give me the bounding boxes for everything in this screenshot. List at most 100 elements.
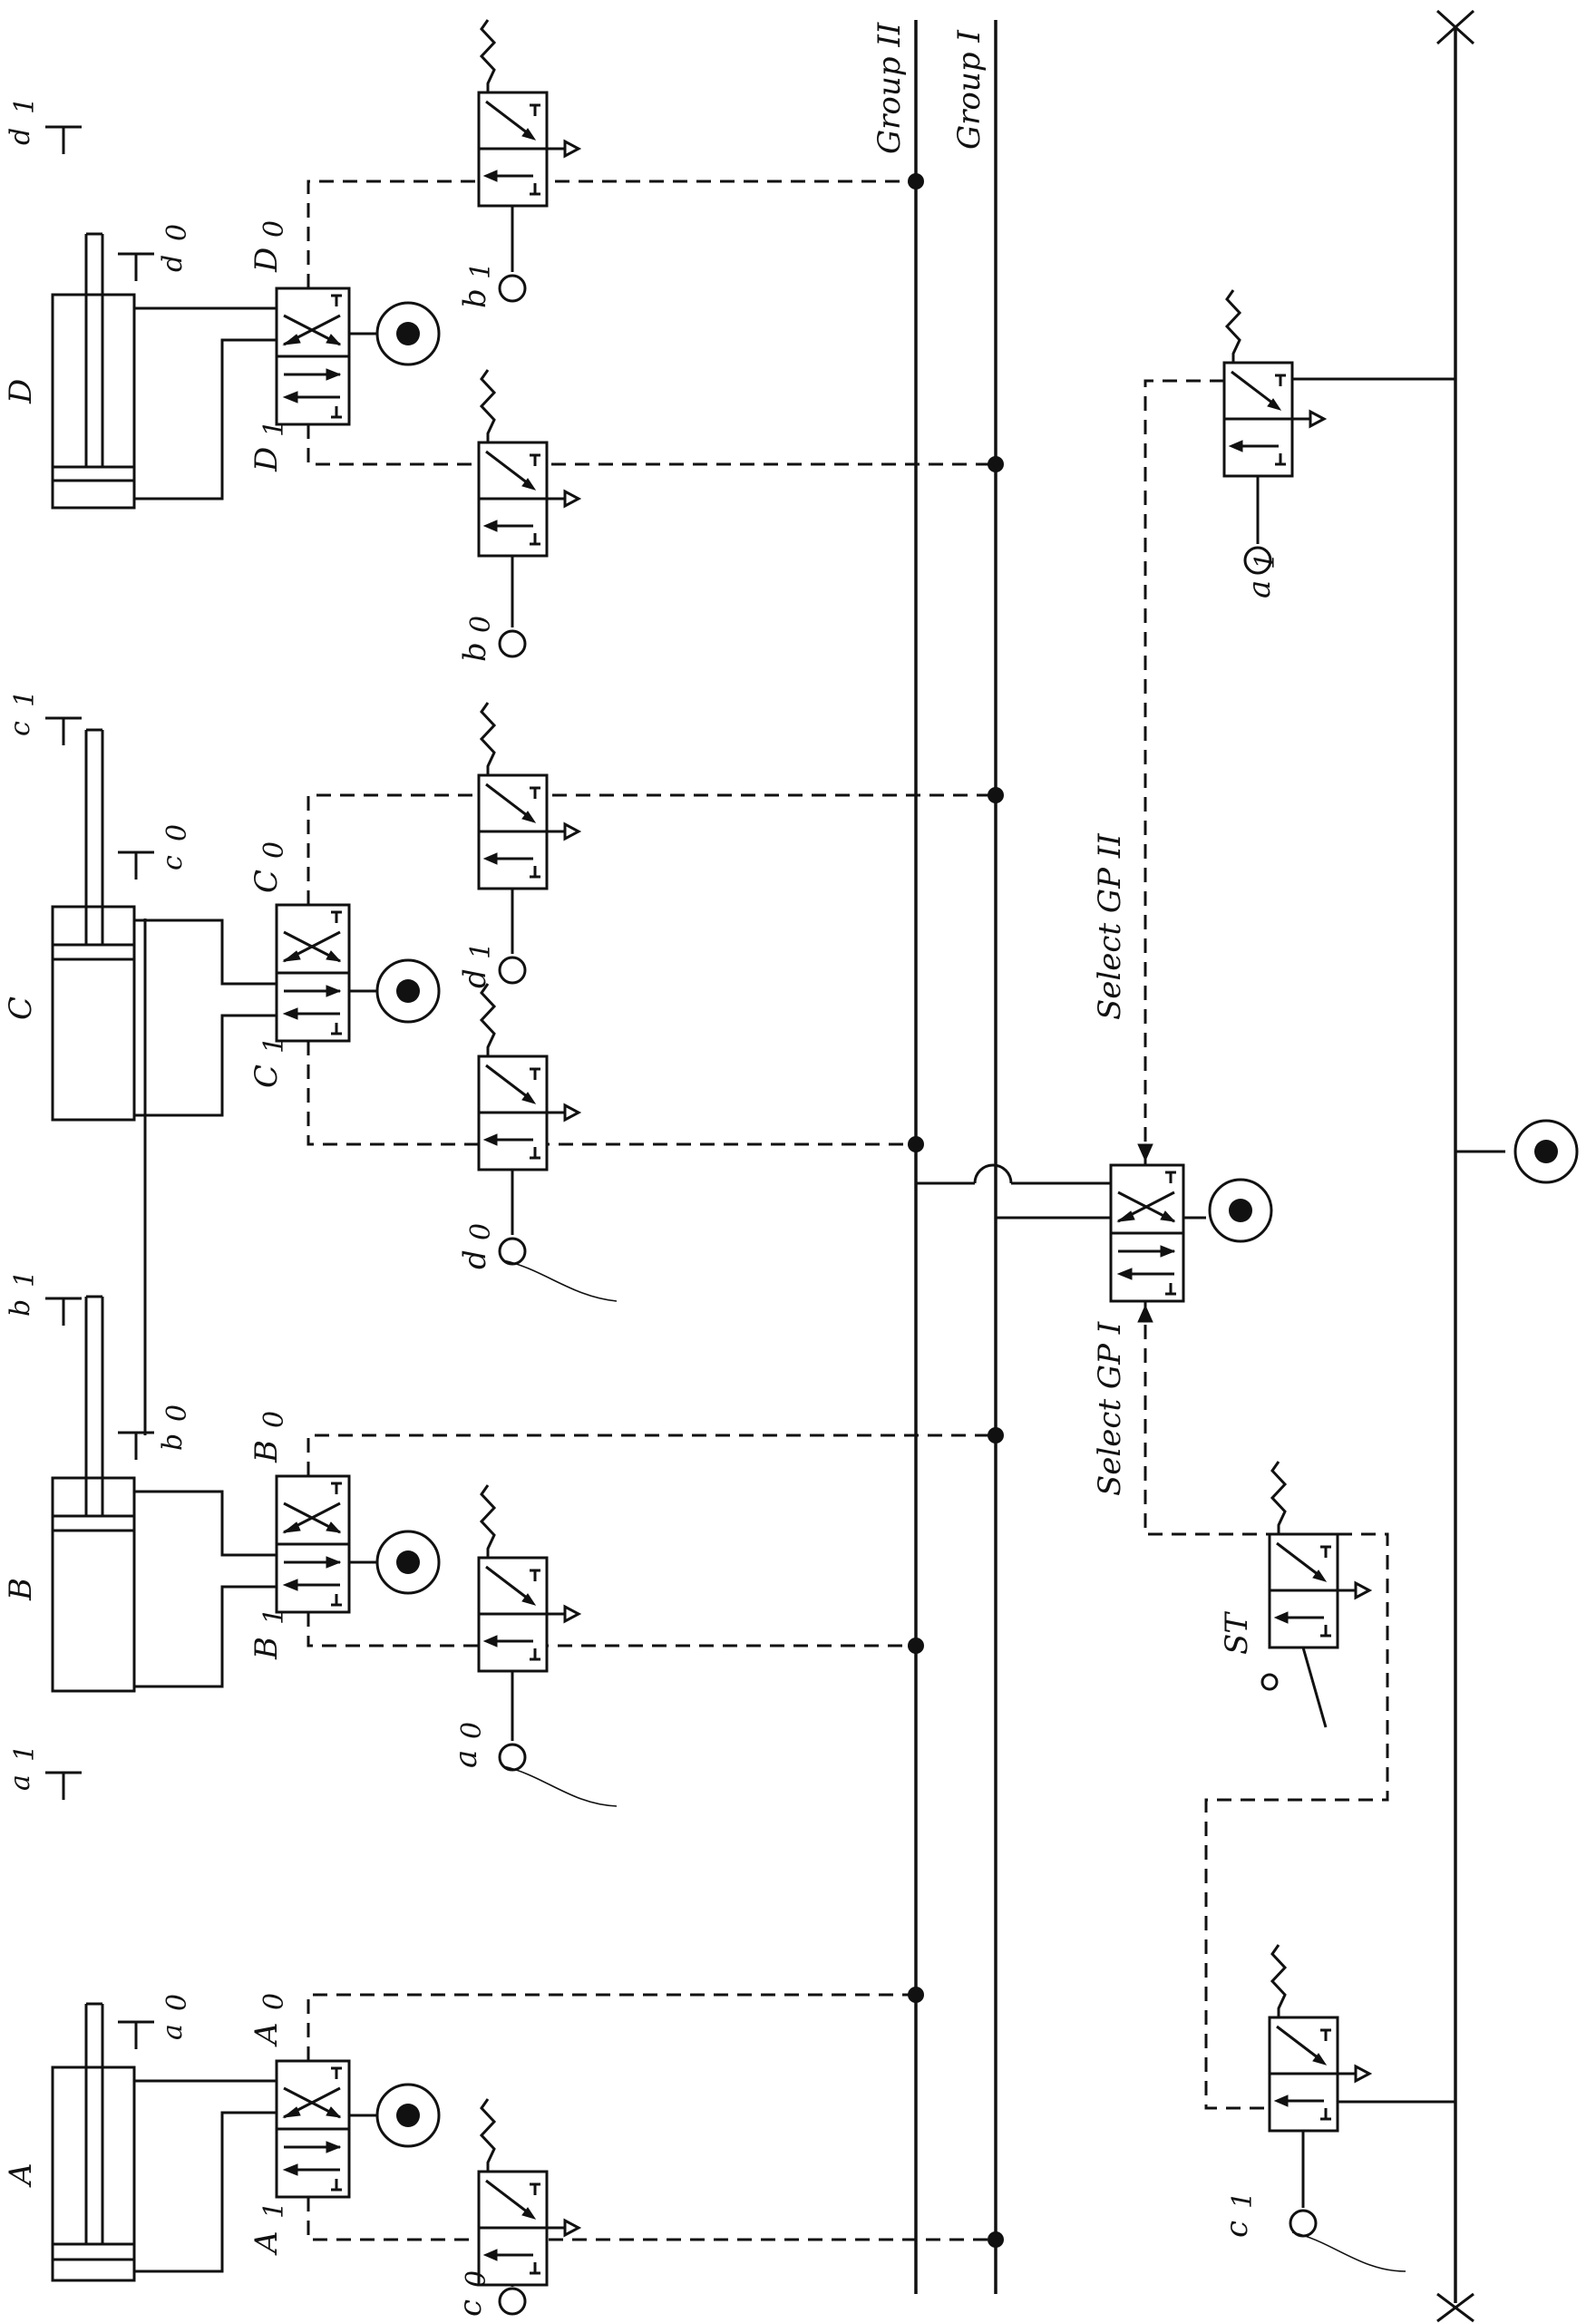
limit-a1-sub: 1 bbox=[9, 1745, 41, 1762]
junction-d1 bbox=[988, 456, 1004, 472]
roller-a0 bbox=[498, 1743, 527, 1772]
select-gp-i-label: Select GP I bbox=[1092, 1321, 1128, 1496]
limit-d0-sub: 0 bbox=[161, 224, 193, 241]
cylinder-b-label: B bbox=[3, 1578, 39, 1601]
valve-a1-sub: 1 bbox=[258, 2202, 290, 2219]
valve-c0[interactable] bbox=[477, 2097, 580, 2287]
roller-a0-label: a bbox=[448, 1750, 484, 1768]
pilot-d1-line bbox=[307, 424, 996, 466]
roller-b1-sub: 1 bbox=[465, 262, 497, 279]
valve-d1-sub: 1 bbox=[258, 420, 290, 437]
roller-d1 bbox=[498, 956, 527, 985]
cam-c1 bbox=[1291, 2231, 1406, 2272]
valve-a0-sub: 0 bbox=[258, 1993, 290, 2010]
limit-switch-c1 bbox=[44, 716, 83, 747]
cylinder-c bbox=[51, 728, 136, 1122]
pilot-d0-line bbox=[307, 180, 916, 288]
start-valve[interactable] bbox=[1268, 1460, 1371, 1649]
valve-d0[interactable] bbox=[477, 982, 580, 1171]
junction-b1 bbox=[908, 1638, 924, 1654]
main-air-source bbox=[1513, 1119, 1579, 1184]
valve-b[interactable] bbox=[275, 1474, 351, 1614]
valve-d1-label: D bbox=[248, 447, 285, 472]
roller-a0-sub: 0 bbox=[456, 1722, 488, 1739]
cylinder-d bbox=[51, 232, 136, 510]
cyl-b-port-bottom bbox=[134, 1585, 277, 1688]
air-source-b bbox=[375, 1530, 441, 1595]
limit-b0-label: b bbox=[157, 1434, 189, 1451]
roller-d1-sub: 1 bbox=[465, 942, 497, 959]
cylinder-a bbox=[51, 2002, 136, 2282]
junction-a1 bbox=[988, 2231, 1004, 2248]
valve-b1[interactable] bbox=[477, 18, 580, 208]
valve-a0[interactable] bbox=[477, 1483, 580, 1673]
air-source-d bbox=[375, 301, 441, 366]
cylinder-c-label: C bbox=[3, 996, 39, 1020]
roller-a1-sub: 1 bbox=[1250, 552, 1281, 569]
roller-c0-sub: 0 bbox=[461, 2270, 492, 2288]
pilot-c1-line bbox=[307, 1041, 916, 1146]
valve-c[interactable] bbox=[275, 903, 351, 1043]
valve-c0-label: C bbox=[248, 870, 285, 893]
junction-c1 bbox=[908, 1136, 924, 1152]
limit-d0-label: d bbox=[157, 255, 189, 272]
air-source-selector bbox=[1208, 1178, 1273, 1243]
valve-d[interactable] bbox=[275, 287, 351, 426]
limit-c1-sub: 1 bbox=[9, 690, 41, 707]
valve-a1-label: A bbox=[248, 2231, 285, 2256]
valve-a[interactable] bbox=[275, 2059, 351, 2199]
limit-switch-a1 bbox=[44, 1771, 83, 1802]
roller-b0-label: b bbox=[457, 642, 493, 662]
limit-c0-sub: 0 bbox=[161, 824, 193, 841]
limit-b1-sub: 1 bbox=[9, 1270, 41, 1288]
limit-b1-label: b bbox=[5, 1299, 36, 1317]
valve-d0-label: D bbox=[248, 248, 285, 273]
limit-switch-b1 bbox=[44, 1297, 83, 1327]
cyl-c-port-top bbox=[134, 919, 277, 986]
air-source-a bbox=[375, 2083, 441, 2148]
roller-d1-label: d bbox=[457, 968, 493, 988]
select-gp-i-pilot bbox=[1143, 1301, 1270, 1536]
cam-d0 bbox=[502, 1259, 618, 1302]
junction-b0 bbox=[988, 1427, 1004, 1443]
start-valve-label: ST bbox=[1219, 1611, 1255, 1655]
start-knob[interactable] bbox=[1260, 1673, 1279, 1691]
pilot-b0-line bbox=[307, 1434, 996, 1476]
group-selector-valve[interactable] bbox=[1109, 1163, 1185, 1303]
valve-b1-sub: 1 bbox=[258, 1608, 290, 1625]
limit-d1-label: d bbox=[5, 128, 36, 145]
junction-c0 bbox=[988, 787, 1004, 803]
select-gp-ii-label: Select GP II bbox=[1092, 833, 1128, 1020]
roller-c1-sub: 1 bbox=[1227, 2192, 1259, 2209]
valve-a0-label: A bbox=[248, 2022, 285, 2047]
supply-top-cross-2 bbox=[1435, 9, 1475, 45]
select-gp-i-arrow bbox=[1137, 1304, 1153, 1323]
limit-a1-label: a bbox=[5, 1774, 36, 1791]
limit-switch-a0 bbox=[116, 2020, 156, 2051]
valve-a1[interactable] bbox=[1222, 288, 1326, 478]
limit-d1-sub: 1 bbox=[9, 97, 41, 114]
roller-d0 bbox=[498, 1237, 527, 1266]
cyl-b-port-top bbox=[134, 1490, 277, 1557]
roller-a1 bbox=[1243, 546, 1272, 575]
group-ii-label: Group II bbox=[871, 22, 908, 154]
pilot-b1-line bbox=[307, 1612, 916, 1647]
limit-c1-label: c bbox=[5, 721, 36, 736]
pilot-a0-line bbox=[307, 1993, 916, 2061]
roller-a1-label: a bbox=[1241, 580, 1278, 598]
valve-c1-label: C bbox=[248, 1064, 285, 1088]
cyl-d-port-bottom bbox=[134, 338, 277, 501]
air-source-c bbox=[375, 958, 441, 1024]
cyl-a-port-bottom bbox=[134, 2111, 277, 2273]
cylinder-b bbox=[51, 1295, 136, 1693]
start-lever bbox=[1301, 1647, 1328, 1728]
cylinder-d-label: D bbox=[3, 379, 39, 404]
cylinder-a-label: A bbox=[3, 2163, 39, 2188]
limit-a0-label: a bbox=[157, 2024, 189, 2040]
valve-b0-sub: 0 bbox=[258, 1411, 290, 1428]
junction-d0 bbox=[908, 173, 924, 190]
junction-a0 bbox=[908, 1987, 924, 2003]
roller-b0 bbox=[498, 629, 527, 658]
roller-b1-label: b bbox=[457, 288, 493, 308]
selector-crossover bbox=[973, 1163, 1013, 1184]
